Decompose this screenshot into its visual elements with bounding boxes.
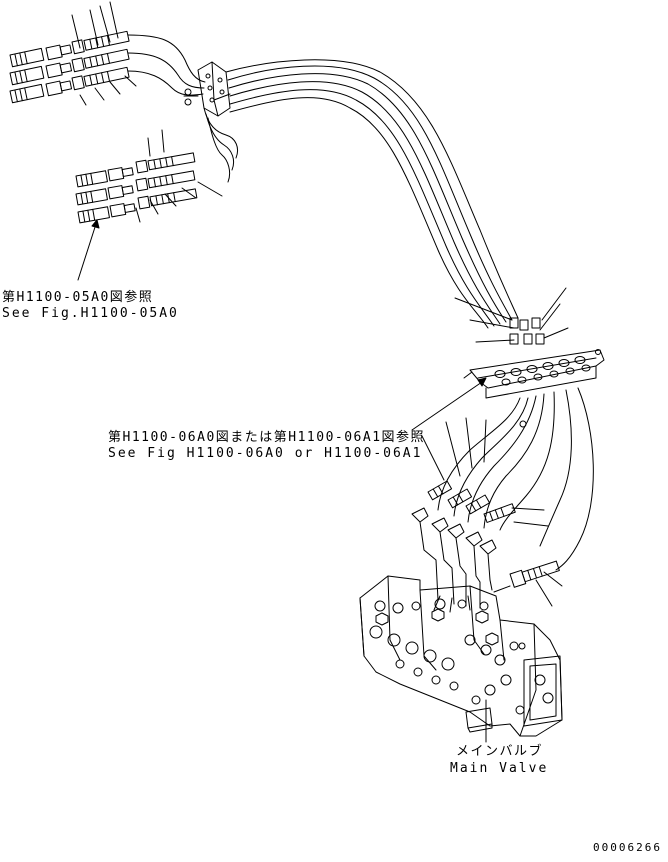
hose-bracket-plate	[411, 287, 605, 431]
valve-callout-ticks	[433, 595, 453, 613]
main-valve-label-japanese: メインバルブ	[456, 744, 544, 759]
main-hose-bundle	[225, 59, 519, 329]
main-valve-drawing	[359, 575, 563, 743]
hose-clamp-block	[183, 61, 231, 117]
reference-06a0-japanese: 第H1100-06A0図または第H1100-06A1図参照	[108, 430, 426, 445]
middle-left-hose-group	[75, 107, 239, 281]
reference-06a0-english: See Fig H1100-06A0 or H1100-06A1	[108, 446, 423, 461]
reference-05a0-english: See Fig.H1100-05A0	[2, 306, 179, 321]
lower-hose-bundle	[411, 387, 594, 609]
drawing-number: 00006266	[593, 841, 662, 854]
reference-05a0-japanese: 第H1100-05A0図参照	[2, 290, 154, 305]
upper-left-hose-group	[9, 1, 206, 106]
main-valve-label-english: Main Valve	[450, 761, 549, 776]
